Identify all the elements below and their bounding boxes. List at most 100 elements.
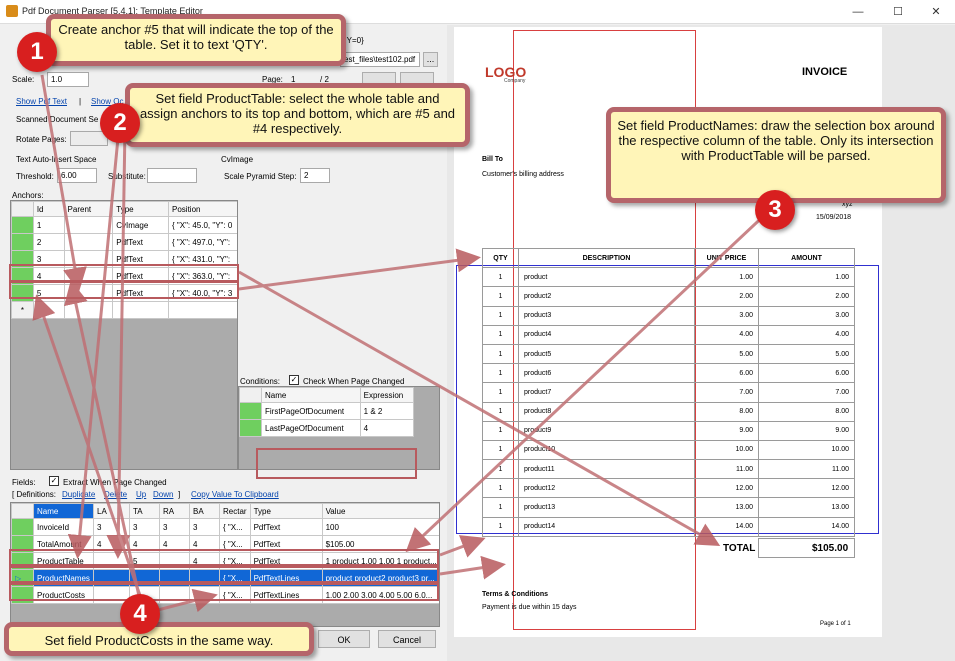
show-ocr-link[interactable]: Show Oc bbox=[91, 97, 124, 106]
condition-name[interactable]: LastPageOfDocument bbox=[261, 419, 361, 437]
show-pdf-text-link[interactable]: Show Pdf Text bbox=[16, 97, 67, 106]
rotate-pages-label: Rotate Pages: bbox=[16, 135, 67, 144]
col-header-ba: BA bbox=[189, 503, 220, 519]
th-description: DESCRIPTION bbox=[518, 247, 695, 269]
new-row-marker: * bbox=[11, 301, 34, 319]
callout-step-1: Create anchor #5 that will indicate the … bbox=[46, 14, 346, 66]
ok-button[interactable]: OK bbox=[318, 630, 370, 648]
scanned-document-label: Scanned Document Se bbox=[16, 115, 99, 124]
invoice-title: INVOICE bbox=[802, 66, 848, 78]
col-header-expression: Expression bbox=[359, 387, 415, 403]
link-separator: | bbox=[79, 97, 82, 106]
row-amount: 7.00 bbox=[758, 382, 855, 403]
substitute-input[interactable] bbox=[147, 168, 197, 183]
arrow-c4b bbox=[32, 294, 147, 611]
col-header-type: Type bbox=[249, 503, 323, 519]
copy-clipboard-link[interactable]: Copy Value To Clipboard bbox=[191, 490, 279, 499]
up-link[interactable]: Up bbox=[136, 490, 147, 499]
extract-page-changed-checkbox[interactable]: ✓ bbox=[49, 476, 59, 486]
row-amount: 11.00 bbox=[758, 459, 855, 480]
check-page-changed-label: Check When Page Changed bbox=[303, 377, 405, 386]
row-unit-price: 10.00 bbox=[694, 439, 759, 461]
row-amount: 14.00 bbox=[758, 516, 855, 537]
threshold-label: Threshold: bbox=[16, 172, 54, 181]
row-amount: 1.00 bbox=[758, 267, 855, 288]
row-amount: 5.00 bbox=[758, 343, 855, 365]
col-header-name: Name bbox=[33, 503, 94, 519]
row-amount: 4.00 bbox=[758, 324, 855, 345]
arrow-c2b bbox=[106, 127, 131, 559]
page-label: Page: bbox=[262, 75, 283, 84]
row-description: product7 bbox=[518, 382, 695, 403]
app-icon bbox=[6, 5, 18, 17]
arrow-anchor5 bbox=[238, 248, 481, 291]
check-page-changed-checkbox[interactable]: ✓ bbox=[289, 375, 299, 385]
col-header-id: Id bbox=[32, 201, 65, 217]
row-marker bbox=[239, 419, 262, 437]
anchors-label: Anchors: bbox=[12, 191, 44, 200]
arrow-c1 bbox=[40, 74, 87, 292]
browse-button[interactable]: ... bbox=[423, 52, 438, 67]
bill-to-heading: Bill To bbox=[482, 156, 503, 163]
callout-step-2: Set field ProductTable: select the whole… bbox=[125, 83, 470, 147]
callout-step-4: Set field ProductCosts in the same way. bbox=[4, 622, 314, 656]
scale-label: Scale: bbox=[12, 75, 35, 84]
conditions-label: Conditions: bbox=[240, 377, 281, 386]
step-badge-4: 4 bbox=[120, 594, 160, 634]
row-unit-price: 5.00 bbox=[694, 343, 759, 365]
invoice-id: xyz bbox=[842, 201, 853, 208]
total-value: $105.00 bbox=[812, 543, 849, 554]
row-amount: 9.00 bbox=[758, 420, 855, 441]
step-badge-2: 2 bbox=[100, 103, 140, 143]
arrow-c4a bbox=[64, 280, 144, 611]
substitute-label: Substitute: bbox=[108, 172, 146, 181]
page-number: Page 1 of 1 bbox=[820, 621, 851, 627]
threshold-input[interactable]: 6.00 bbox=[57, 168, 97, 183]
minimize-button[interactable]: — bbox=[852, 6, 864, 18]
highlight-anchor-5 bbox=[9, 281, 239, 299]
highlight-box bbox=[256, 448, 417, 479]
down-link[interactable]: Down bbox=[153, 490, 174, 499]
col-header-rect: Rectar bbox=[219, 503, 251, 519]
pyramid-step-input[interactable]: 2 bbox=[300, 168, 330, 183]
cvimage-label: CvImage bbox=[221, 155, 254, 164]
total-label: TOTAL bbox=[723, 543, 756, 554]
duplicate-link[interactable]: Duplicate bbox=[62, 490, 96, 499]
col-header-value: Value bbox=[321, 503, 439, 519]
fields-label: Fields: bbox=[12, 478, 36, 487]
row-amount: 12.00 bbox=[758, 478, 855, 499]
cancel-button[interactable]: Cancel bbox=[378, 630, 436, 648]
arrow-table bbox=[439, 535, 486, 558]
invoice-date: 15/09/2018 bbox=[816, 214, 852, 221]
corner-cell bbox=[11, 201, 34, 217]
page-value: 1 bbox=[291, 75, 296, 84]
condition-expression[interactable]: 4 bbox=[359, 419, 415, 437]
callout-step-3: Set field ProductNames: draw the selecti… bbox=[606, 107, 946, 203]
arrow-anchor4 bbox=[238, 270, 721, 546]
terms-text: Payment is due within 15 days bbox=[482, 604, 577, 611]
maximize-button[interactable]: ☐ bbox=[893, 6, 903, 18]
col-header-ra: RA bbox=[159, 503, 190, 519]
highlight-product-costs bbox=[9, 583, 439, 601]
close-button[interactable]: ✕ bbox=[931, 6, 941, 18]
th-amount: AMOUNT bbox=[758, 247, 855, 269]
coord-readout: 2,Y=0} bbox=[340, 36, 364, 45]
scale-input[interactable]: 1.0 bbox=[47, 72, 89, 87]
arrow-c4c bbox=[149, 588, 218, 614]
